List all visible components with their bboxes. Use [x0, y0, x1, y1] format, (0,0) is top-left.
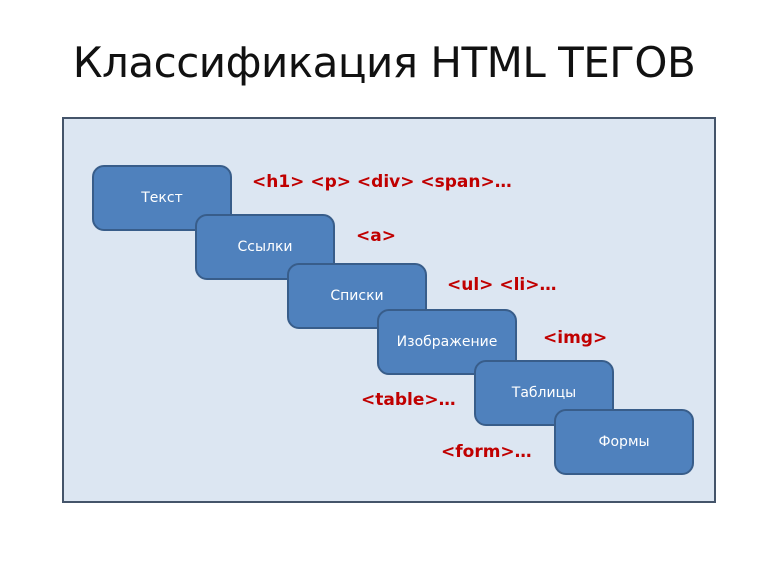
category-label: Изображение [396, 334, 498, 350]
tag-examples-forms: <form>… [441, 442, 532, 462]
tag-examples-lists: <ul> <li>… [447, 275, 557, 295]
category-box-text: Текст [92, 165, 232, 231]
category-label: Таблицы [511, 385, 577, 401]
category-box-lists: Списки [287, 263, 427, 329]
tag-examples-text: <h1> <p> <div> <span>… [252, 172, 512, 192]
tag-examples-links: <a> [356, 226, 396, 246]
tag-examples-tables: <table>… [361, 390, 456, 410]
category-label: Ссылки [237, 239, 293, 255]
slide-title: Классификация HTML ТЕГОВ [72, 38, 696, 87]
category-label: Текст [141, 190, 183, 206]
category-box-forms: Формы [554, 409, 694, 475]
category-label: Формы [598, 434, 650, 450]
tag-examples-image: <img> [543, 328, 608, 348]
category-label: Списки [330, 288, 384, 304]
